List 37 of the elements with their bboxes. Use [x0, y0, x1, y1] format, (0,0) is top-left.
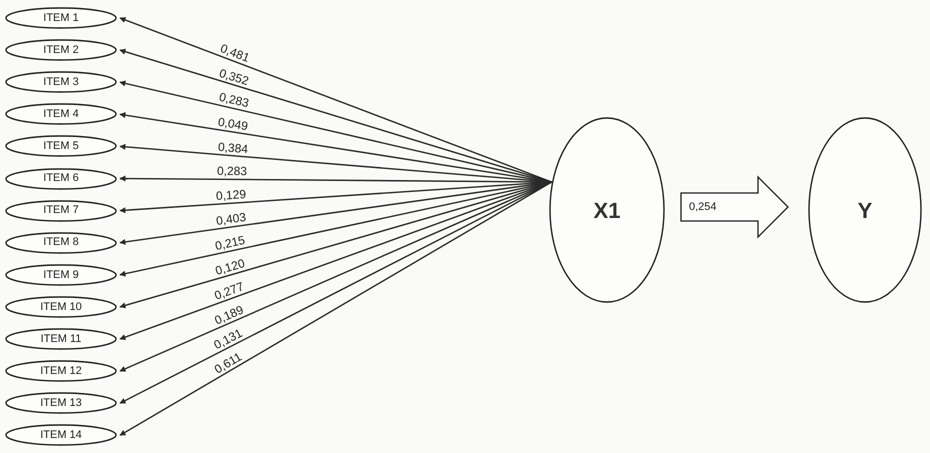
edge-label: 0,254: [689, 200, 717, 215]
node-label: ITEM 13: [40, 396, 82, 411]
node-label: ITEM 14: [40, 428, 82, 444]
node-label: ITEM 6: [43, 171, 79, 186]
edge-label: 0,120: [214, 256, 246, 277]
arrow: [119, 144, 552, 183]
edge-label: 0,131: [212, 326, 244, 351]
node-label: ITEM 2: [43, 42, 79, 58]
edge-label: 0,049: [217, 116, 249, 132]
node-label: Y: [858, 196, 872, 224]
edge-label: 0,129: [216, 188, 247, 202]
node-label: ITEM 10: [40, 300, 82, 315]
arrow: [119, 80, 552, 183]
arrow: [119, 112, 552, 183]
node-label: ITEM 5: [43, 139, 79, 154]
node-label: X1: [594, 196, 620, 224]
arrow: [119, 17, 552, 183]
node-label: ITEM 8: [43, 235, 79, 250]
edge-label: 0,481: [218, 42, 251, 64]
node-label: ITEM 4: [43, 107, 79, 122]
edge-label: 0,277: [213, 280, 246, 302]
edge-label: 0,611: [212, 350, 244, 376]
node-label: ITEM 1: [43, 10, 79, 26]
node-label: ITEM 7: [43, 203, 79, 218]
edge-label: 0,283: [217, 165, 248, 178]
edge-label: 0,403: [215, 210, 247, 228]
edge-label: 0,215: [214, 234, 246, 252]
arrow: [119, 48, 552, 183]
block-arrow: [680, 175, 789, 239]
node-label: ITEM 12: [40, 364, 82, 379]
node-label: ITEM 11: [40, 332, 82, 347]
node-label: ITEM 9: [43, 268, 79, 283]
edge-label: 0,283: [218, 91, 250, 110]
node-label: ITEM 3: [43, 74, 79, 90]
edge-label: 0,384: [217, 140, 248, 155]
edge-label: 0,352: [218, 66, 250, 87]
edge-label: 0,189: [212, 303, 245, 326]
